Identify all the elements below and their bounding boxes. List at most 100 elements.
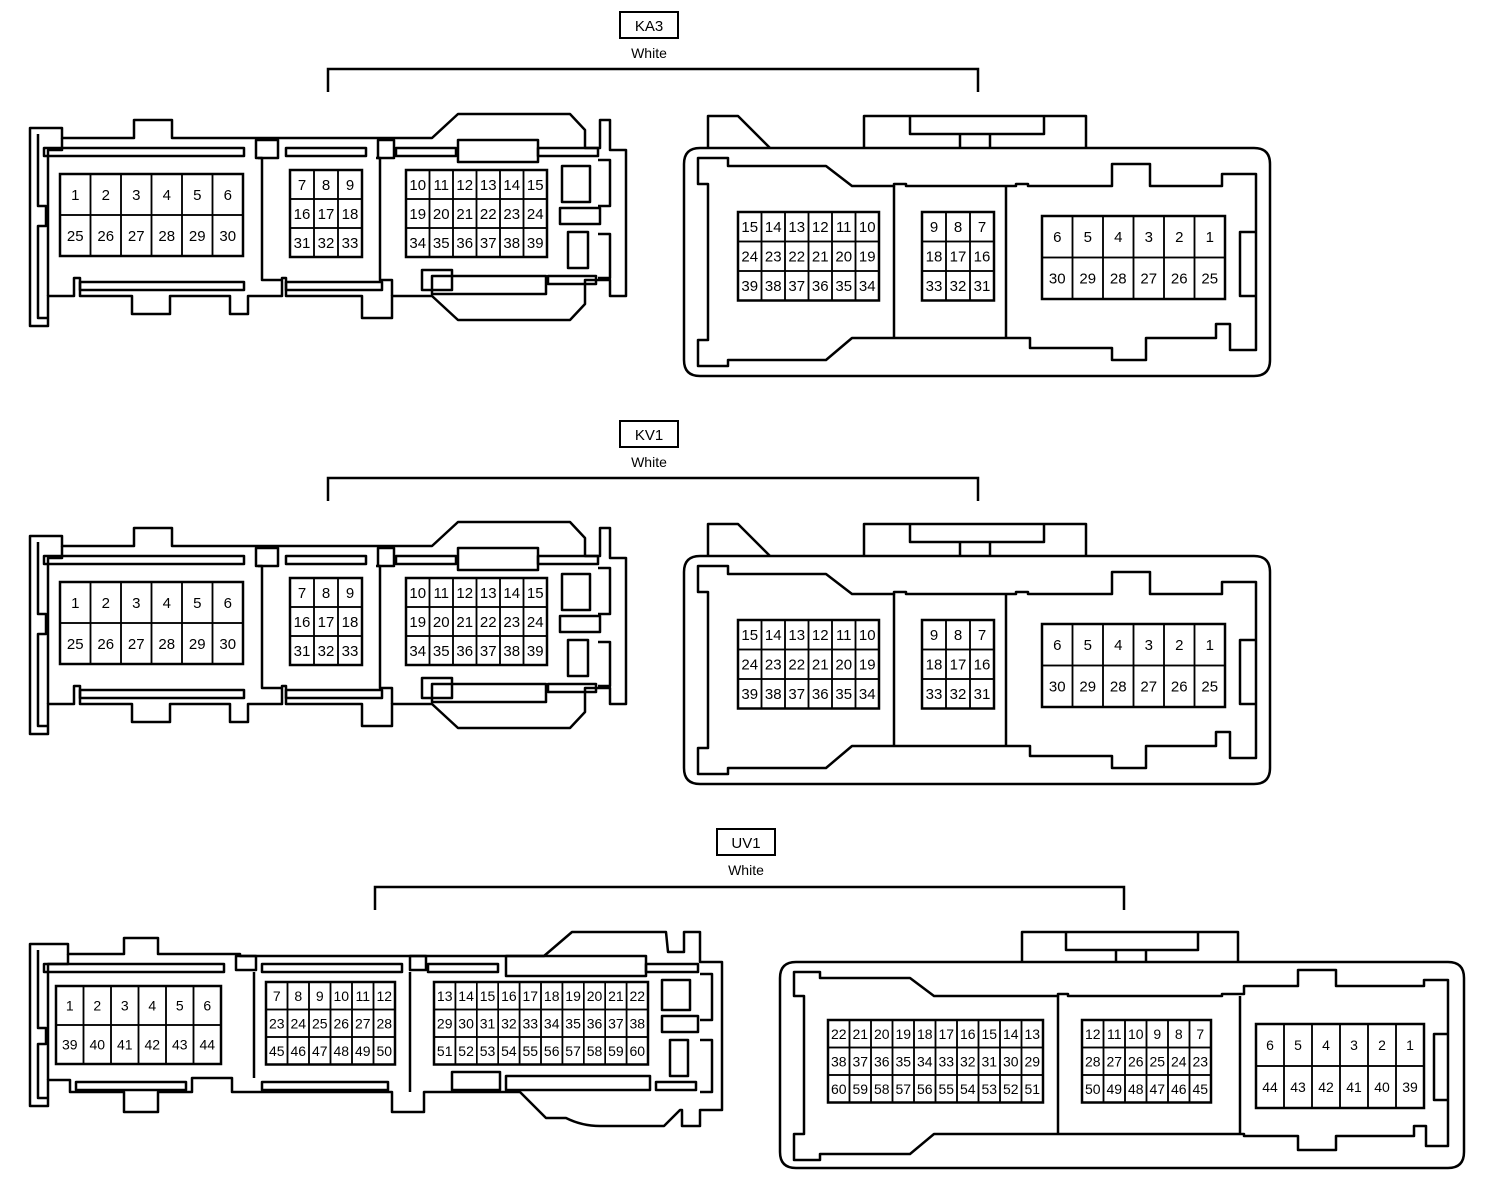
pin-number: 9	[930, 219, 938, 236]
pin-cavity	[1395, 1065, 1425, 1109]
pin-number: 34	[409, 235, 426, 252]
pin-number: 1	[1406, 1037, 1414, 1053]
pin-number: 14	[1003, 1026, 1019, 1042]
pin-number: 25	[1149, 1053, 1165, 1069]
divider	[376, 156, 394, 296]
side-slot	[1432, 1032, 1448, 1102]
connector-color-label: White	[631, 45, 667, 61]
pin-number: 41	[117, 1037, 133, 1053]
pin-number: 22	[480, 614, 497, 631]
divider	[258, 564, 282, 690]
pin-number: 13	[1024, 1026, 1040, 1042]
pin-number: 4	[148, 998, 156, 1014]
pin-number: 8	[322, 177, 330, 194]
pin-number: 3	[132, 187, 140, 204]
pin-number: 23	[269, 1015, 285, 1031]
pin-number: 29	[1079, 679, 1096, 696]
male-connector-housing	[682, 522, 1272, 786]
pin-number: 36	[812, 278, 829, 295]
housing-inner-edge	[36, 950, 48, 1100]
connector-color-label: White	[631, 454, 667, 470]
pin-number: 13	[480, 585, 497, 602]
pin-number: 5	[193, 595, 201, 612]
pin-number: 11	[1107, 1026, 1122, 1042]
pin-number: 17	[318, 614, 335, 631]
pin-number: 12	[376, 988, 392, 1004]
pin-number: 3	[1145, 229, 1153, 246]
housing-tab	[1020, 930, 1240, 962]
pin-number: 17	[950, 249, 967, 266]
pin-number: 14	[503, 585, 520, 602]
pin-number: 47	[312, 1043, 328, 1059]
pin-number: 37	[608, 1015, 624, 1031]
pin-number: 27	[128, 228, 145, 245]
housing-tab	[862, 522, 1088, 556]
pin-number: 10	[333, 988, 349, 1004]
pin-number: 15	[981, 1026, 997, 1042]
pair-bracket	[326, 67, 980, 92]
pin-number: 15	[527, 177, 544, 194]
pin-number: 51	[1024, 1081, 1040, 1097]
pin-number: 55	[523, 1043, 539, 1059]
pin-number: 6	[1053, 229, 1061, 246]
latch-slot	[284, 554, 368, 566]
pin-number: 6	[224, 187, 232, 204]
pin-number: 35	[433, 235, 450, 252]
housing-tab	[862, 114, 1088, 148]
pin-number: 49	[355, 1043, 371, 1059]
pin-number: 38	[630, 1015, 646, 1031]
latch-tab	[254, 546, 280, 568]
pin-number: 14	[765, 627, 782, 644]
pin-number: 19	[859, 249, 876, 266]
latch-slot	[260, 1080, 390, 1092]
pin-number: 1	[1206, 229, 1214, 246]
pin-number: 20	[433, 614, 450, 631]
pin-number: 37	[480, 235, 497, 252]
pin-number: 29	[1024, 1053, 1040, 1069]
pin-number: 7	[298, 177, 306, 194]
key-block	[660, 1014, 700, 1034]
key-block	[420, 268, 454, 292]
pin-number: 39	[1402, 1079, 1418, 1095]
pin-number: 12	[812, 219, 829, 236]
pin-number: 39	[62, 1037, 78, 1053]
pin-number: 38	[765, 686, 782, 703]
pin-number: 38	[503, 643, 520, 660]
pin-number: 46	[290, 1043, 306, 1059]
pin-cavity	[337, 227, 363, 258]
pin-number: 50	[376, 1043, 392, 1059]
pin-number: 17	[950, 657, 967, 674]
pin-number: 6	[1266, 1037, 1274, 1053]
housing-inner	[792, 968, 1450, 1162]
pin-number: 5	[1084, 637, 1092, 654]
pin-number: 6	[203, 998, 211, 1014]
pin-number: 54	[501, 1043, 517, 1059]
latch-block	[456, 138, 540, 164]
key-block	[566, 230, 590, 270]
key-block	[668, 1038, 690, 1078]
latch-slot	[394, 146, 458, 158]
pin-number: 20	[587, 988, 603, 1004]
pin-number: 34	[544, 1015, 560, 1031]
pin-cavity	[969, 678, 995, 710]
latch-slot	[284, 146, 368, 158]
latch-slot	[42, 554, 246, 566]
pin-number: 50	[1085, 1081, 1101, 1097]
pin-number: 27	[128, 636, 145, 653]
pin-number: 24	[527, 206, 544, 223]
latch-block	[430, 682, 548, 704]
latch-tab	[376, 138, 396, 160]
latch-slot	[284, 280, 384, 292]
pin-cavity	[337, 635, 363, 666]
connector-id-label: KV1	[619, 420, 679, 448]
pin-number: 8	[954, 219, 962, 236]
pin-number: 23	[1192, 1053, 1208, 1069]
pin-number: 27	[355, 1015, 371, 1031]
pin-number: 13	[480, 177, 497, 194]
latch-slot	[394, 554, 458, 566]
pin-number: 18	[544, 988, 560, 1004]
